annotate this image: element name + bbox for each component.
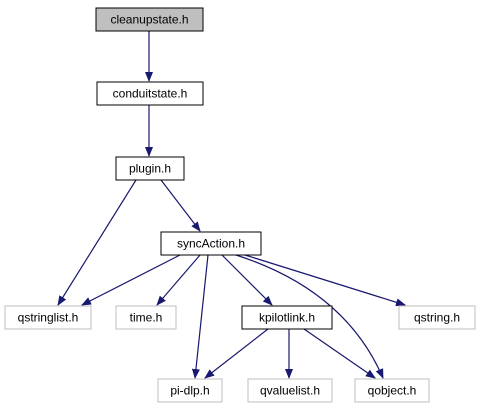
node-label-conduitstate: conduitstate.h: [113, 87, 188, 101]
node-box-kpilotlink: [241, 305, 333, 330]
node-label-qstringlist: qstringlist.h: [18, 311, 79, 325]
node-box-conduitstate: [96, 81, 204, 106]
node-label-cleanupstate: cleanupstate.h: [110, 13, 188, 27]
node-box-pidlp: [157, 378, 223, 403]
edge-syncaction-to-qobject: [235, 254, 384, 379]
node-label-qobject: qobject.h: [368, 384, 417, 398]
node-label-kpilotlink: kpilotlink.h: [259, 311, 315, 325]
node-qstringlist: qstringlist.h: [4, 305, 92, 330]
edge-syncaction-to-qstring: [244, 254, 406, 307]
edge-kpilotlink-to-pidlp: [204, 328, 269, 379]
edges: [57, 31, 406, 379]
node-label-pidlp: pi-dlp.h: [170, 384, 209, 398]
node-qobject: qobject.h: [354, 378, 430, 403]
node-box-time: [115, 305, 177, 330]
node-label-qstring: qstring.h: [414, 311, 460, 325]
node-qvaluelist: qvaluelist.h: [247, 378, 333, 403]
node-qstring: qstring.h: [398, 305, 476, 330]
node-cleanupstate[interactable]: cleanupstate.h: [95, 7, 204, 32]
node-label-syncaction: syncAction.h: [177, 237, 245, 251]
node-box-cleanupstate: [95, 7, 204, 32]
node-pidlp: pi-dlp.h: [157, 378, 223, 403]
edge-syncaction-to-time: [156, 254, 201, 306]
node-kpilotlink[interactable]: kpilotlink.h: [241, 305, 333, 330]
node-box-qstringlist: [4, 305, 92, 330]
edge-plugin-to-syncaction: [160, 179, 201, 232]
node-label-time: time.h: [130, 311, 163, 325]
edge-syncaction-to-kpilotlink: [221, 254, 273, 306]
edge-plugin-to-qstringlist: [57, 179, 137, 306]
edge-kpilotlink-to-qobject: [303, 328, 376, 379]
node-syncaction[interactable]: syncAction.h: [160, 231, 262, 256]
node-conduitstate[interactable]: conduitstate.h: [96, 81, 204, 106]
node-time: time.h: [115, 305, 177, 330]
node-plugin[interactable]: plugin.h: [115, 156, 185, 181]
node-box-plugin: [115, 156, 185, 181]
node-box-syncaction: [160, 231, 262, 256]
node-label-qvaluelist: qvaluelist.h: [260, 384, 320, 398]
nodes: cleanupstate.h conduitstate.h plugin.h sync…: [4, 7, 476, 403]
node-label-plugin: plugin.h: [129, 162, 171, 176]
edge-syncaction-to-qstringlist: [81, 254, 181, 306]
node-box-qvaluelist: [247, 378, 333, 403]
node-box-qobject: [354, 378, 430, 403]
edge-syncaction-to-pidlp: [191, 254, 209, 379]
node-box-qstring: [398, 305, 476, 330]
